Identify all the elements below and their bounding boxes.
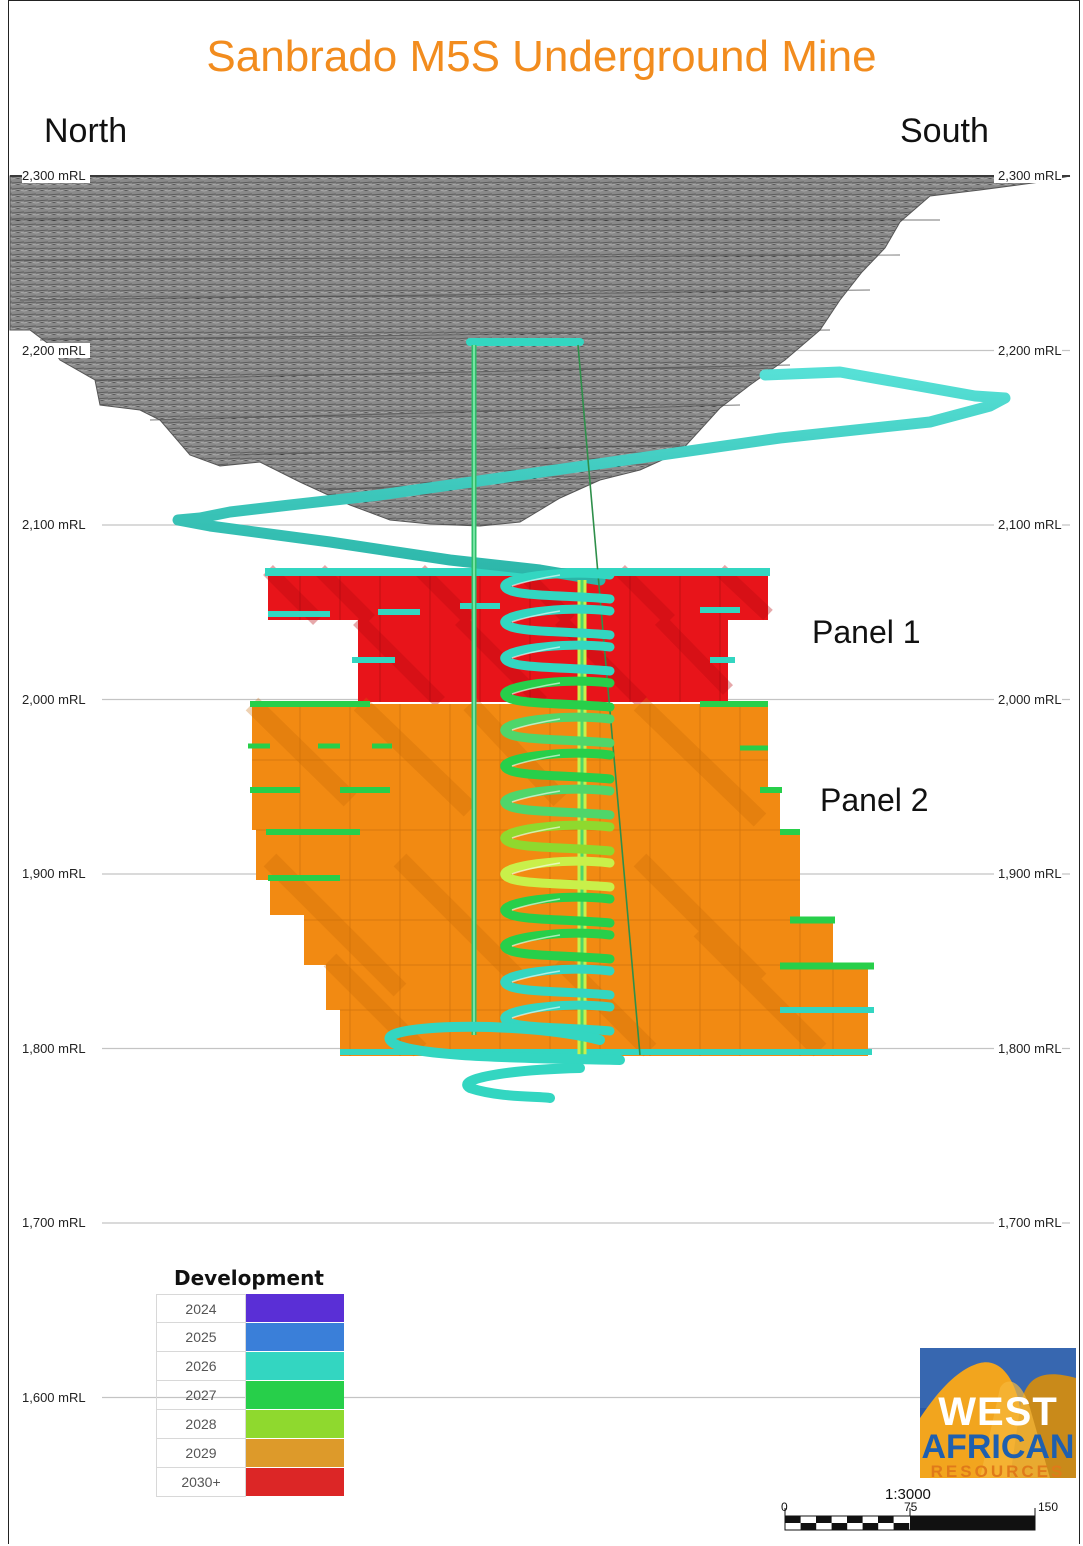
map-frame xyxy=(8,0,1080,1544)
spiral-highlight xyxy=(511,898,561,911)
spiral-highlight xyxy=(511,718,561,731)
spiral-highlight xyxy=(511,1006,561,1019)
legend-item: 2024 xyxy=(156,1294,344,1323)
level-label-right: 2,100 mRL xyxy=(994,517,1062,532)
bottom-ramp-loop xyxy=(384,1021,625,1103)
legend-item: 2026 xyxy=(156,1352,344,1381)
west-african-resources-logo xyxy=(920,1348,1076,1478)
legend-year-label: 2029 xyxy=(156,1439,246,1468)
legend-year-label: 2028 xyxy=(156,1410,246,1439)
spiral-loop xyxy=(500,1000,615,1036)
level-label-right: 2,200 mRL xyxy=(994,342,1062,358)
north-label: North xyxy=(44,112,128,150)
vertical-shafts xyxy=(471,344,641,1060)
legend-year-label: 2026 xyxy=(156,1352,246,1381)
spiral-loop xyxy=(500,820,615,856)
scale-bar xyxy=(784,1508,1036,1531)
legend-year-label: 2027 xyxy=(156,1381,246,1410)
logo-text-african: AFRICAN xyxy=(921,1428,1075,1466)
spiral-loop xyxy=(500,712,615,748)
legend-color-swatch xyxy=(246,1352,344,1381)
spiral-loop xyxy=(500,676,615,712)
spiral-loop xyxy=(500,928,615,964)
spiral-highlight xyxy=(511,646,561,659)
spiral-loop xyxy=(500,640,615,676)
map-title: Sanbrado M5S Underground Mine xyxy=(206,32,877,81)
level-label-right: 1,700 mRL xyxy=(994,1215,1062,1230)
open-pit-shell xyxy=(9,175,1071,527)
level-label-left: 2,000 mRL xyxy=(22,691,90,707)
legend-color-swatch xyxy=(246,1381,344,1410)
legend-color-swatch xyxy=(246,1468,344,1497)
level-label-right: 1,900 mRL xyxy=(994,866,1062,881)
logo-text-west: WEST xyxy=(938,1390,1058,1434)
spiral-highlight xyxy=(511,754,561,767)
spiral-decline xyxy=(500,568,615,1036)
level-label-right: 1,800 mRL xyxy=(994,1040,1062,1056)
legend-color-swatch xyxy=(246,1439,344,1468)
spiral-loop xyxy=(500,604,615,640)
spiral-highlight xyxy=(511,574,561,587)
legend-color-swatch xyxy=(246,1410,344,1439)
spiral-loop xyxy=(500,892,615,928)
level-label-left: 1,800 mRL xyxy=(22,1040,90,1056)
legend-item: 2029 xyxy=(156,1439,344,1468)
spiral-highlight xyxy=(511,934,561,947)
spiral-loop xyxy=(500,784,615,820)
spiral-loop xyxy=(500,568,615,604)
legend-year-label: 2025 xyxy=(156,1323,246,1352)
legend-color-swatch xyxy=(246,1294,344,1323)
scale-tick-75: 75 xyxy=(904,1500,918,1514)
decline-ramp xyxy=(172,338,1011,586)
level-label-left: 1,900 mRL xyxy=(22,866,90,881)
spiral-highlight xyxy=(511,826,561,839)
spiral-highlight xyxy=(511,682,561,695)
level-label-left: 2,200 mRL xyxy=(22,342,90,358)
panel-2-label: Panel 2 xyxy=(820,782,929,818)
legend-color-swatch xyxy=(246,1323,344,1352)
logo-text-resources: RESOURCES xyxy=(930,1462,1066,1481)
legend-item: 2027 xyxy=(156,1381,344,1410)
spiral-highlight xyxy=(511,790,561,803)
legend-year-label: 2024 xyxy=(156,1294,246,1323)
spiral-highlight xyxy=(511,970,561,983)
scale-ratio: 1:3000 xyxy=(885,1486,931,1503)
panel-1-label: Panel 1 xyxy=(812,614,921,650)
spiral-loop xyxy=(500,856,615,892)
spiral-loop xyxy=(500,964,615,1000)
level-label-right: 2,300 mRL xyxy=(994,168,1062,183)
scale-tick-150: 150 xyxy=(1038,1500,1059,1514)
level-label-left: 2,100 mRL xyxy=(22,517,90,532)
panel-1-stopes xyxy=(263,564,773,707)
spiral-highlight xyxy=(511,610,561,623)
legend-item: 2025 xyxy=(156,1323,344,1352)
legend-item: 2028 xyxy=(156,1410,344,1439)
level-label-right: 2,000 mRL xyxy=(994,691,1062,707)
level-label-left: 1,700 mRL xyxy=(22,1215,90,1230)
level-label-left: 2,300 mRL xyxy=(22,168,90,183)
south-label: South xyxy=(900,112,989,150)
scale-tick-0: 0 xyxy=(781,1500,788,1514)
legend-item: 2030+ xyxy=(156,1468,344,1497)
spiral-loop xyxy=(500,748,615,784)
legend-title: Development xyxy=(174,1266,324,1290)
spiral-highlight xyxy=(511,862,561,875)
level-label-left: 1,600 mRL xyxy=(22,1389,90,1405)
legend-year-label: 2030+ xyxy=(156,1468,246,1497)
